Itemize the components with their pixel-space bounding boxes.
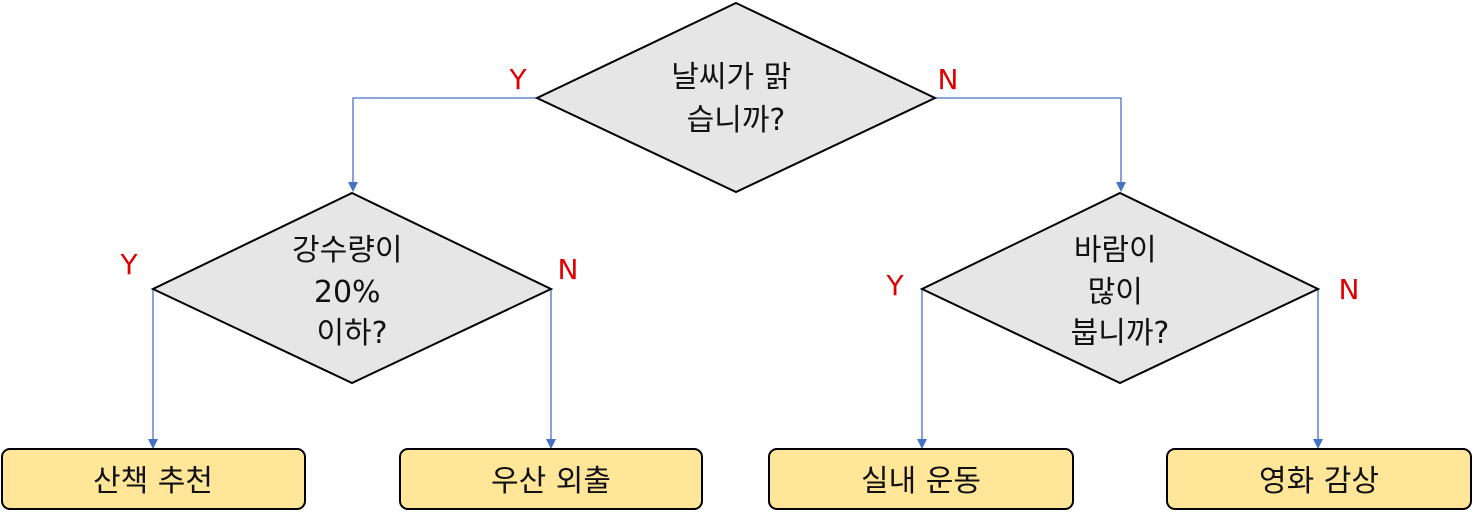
result-movie-label: 영화 감상 bbox=[1259, 464, 1379, 499]
decision-rain-diamond bbox=[150, 191, 554, 385]
decision-rain-amount: 강수량이 20% 이하? bbox=[150, 191, 554, 385]
decision-wind-diamond bbox=[919, 191, 1321, 385]
result-walk-box bbox=[1, 448, 306, 510]
result-indoor-box bbox=[768, 448, 1074, 510]
decision-wind-line-2: 많이 bbox=[1088, 275, 1143, 310]
decision-rain-line-3: 이하? bbox=[316, 316, 387, 351]
result-indoor: 실내 운동 bbox=[768, 448, 1074, 510]
result-walk-label: 산책 추천 bbox=[93, 464, 213, 499]
decision-weather-line-1: 날씨가 맑 bbox=[671, 60, 791, 95]
result-umbrella: 우산 외출 bbox=[399, 448, 703, 510]
edge-label-rain-no: N bbox=[558, 253, 579, 286]
decision-weather-line-2: 습니까? bbox=[687, 103, 786, 138]
decision-rain-text: 강수량이 20% 이하? bbox=[292, 233, 412, 351]
edge-label-weather-yes: Y bbox=[508, 63, 527, 96]
decision-wind-line-1: 바람이 bbox=[1074, 233, 1157, 268]
result-indoor-label: 실내 운동 bbox=[861, 464, 981, 499]
decision-wind-text: 바람이 많이 붑니까? bbox=[1071, 233, 1170, 351]
edge-label-rain-yes: Y bbox=[119, 248, 138, 281]
connectors bbox=[148, 97, 1323, 449]
edge-label-weather-no: N bbox=[938, 63, 959, 96]
connector-weather-no bbox=[935, 97, 1126, 192]
result-umbrella-box bbox=[399, 448, 703, 510]
edge-label-wind-no: N bbox=[1339, 273, 1360, 306]
decision-wind-line-3: 붑니까? bbox=[1071, 316, 1170, 351]
decision-weather-diamond bbox=[534, 1, 938, 194]
decision-wind-strength: 바람이 많이 붑니까? bbox=[919, 191, 1321, 385]
result-movie: 영화 감상 bbox=[1166, 448, 1472, 510]
decision-weather-text: 날씨가 맑 습니까? bbox=[671, 60, 800, 138]
result-walk: 산책 추천 bbox=[1, 448, 306, 510]
result-movie-box bbox=[1166, 448, 1472, 510]
connector-weather-yes bbox=[348, 97, 537, 192]
decision-rain-line-1: 강수량이 bbox=[292, 233, 402, 268]
decision-weather-clear: 날씨가 맑 습니까? bbox=[534, 1, 938, 194]
decision-rain-line-2: 20% bbox=[314, 275, 381, 310]
edge-label-wind-yes: Y bbox=[885, 269, 904, 302]
edge-labels: Y N Y N Y N bbox=[119, 63, 1359, 306]
result-umbrella-label: 우산 외출 bbox=[491, 464, 611, 499]
